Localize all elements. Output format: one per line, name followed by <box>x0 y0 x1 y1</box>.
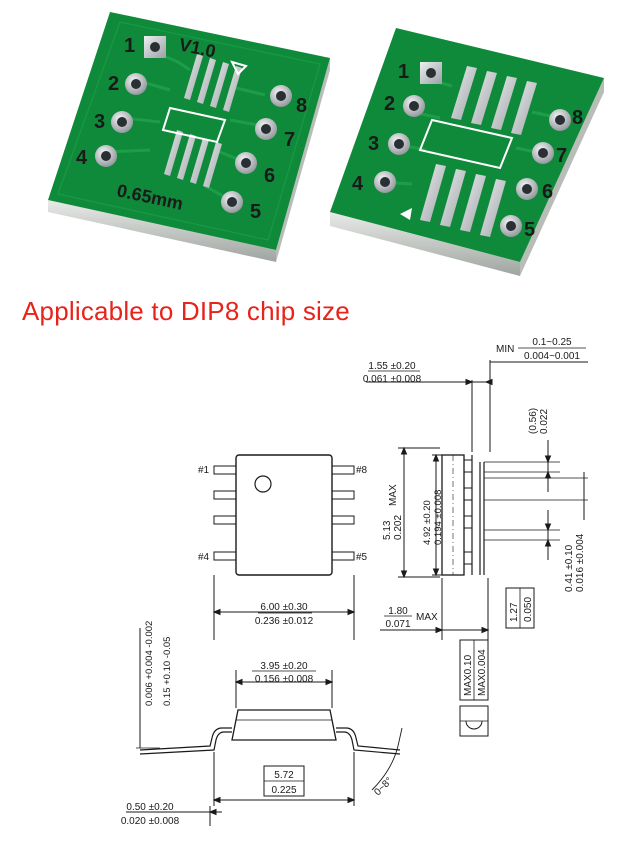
end-lead-span-inch-label: 0.225 <box>271 785 296 796</box>
left-pin-7-label: 7 <box>284 129 295 151</box>
lead-width-mm-label: (0.56) <box>528 408 539 434</box>
lead-length-mm-label: 0.50 ±0.20 <box>126 802 174 813</box>
standoff-min-label: MIN <box>496 344 514 355</box>
left-pin-5-label: 5 <box>250 201 261 223</box>
right-pin-5-label: 5 <box>524 219 535 241</box>
pitch-inch-label: 0.050 <box>523 597 534 622</box>
right-pin-2-label: 2 <box>384 93 395 115</box>
top-view-pin-3 <box>213 515 237 525</box>
left-board-surface <box>48 12 330 250</box>
coplanarity-mm-label: MAX0.10 <box>463 654 474 696</box>
height-mm-label: 1.80 <box>388 606 408 617</box>
top-view-pin-4 <box>213 551 237 561</box>
end-view-right-lead <box>336 727 401 751</box>
standoff-inch-label: 0.004~0.001 <box>524 351 580 362</box>
width-mm-label: 6.00 ±0.30 <box>260 602 308 613</box>
left-through-holes <box>95 36 292 213</box>
right-pin-1-label: 1 <box>398 61 409 83</box>
right-smd-pads <box>418 66 537 237</box>
standoff-mm-label: 0.1~0.25 <box>532 337 572 348</box>
lead-thick-inch-label: 0.006 +0.004 -0.002 <box>144 621 155 706</box>
pin-4-label: #4 <box>198 552 210 563</box>
top-view-pin-8 <box>331 465 355 475</box>
left-board-edge <box>48 200 276 262</box>
left-pin-1-label: 1 <box>124 35 135 57</box>
lead-span-mm-label: 1.55 ±0.20 <box>368 361 416 372</box>
right-orientation-arrow-icon <box>400 208 412 220</box>
top-view-pin-5 <box>331 551 355 561</box>
left-pin-4-label: 4 <box>76 147 88 169</box>
right-pin-8-label: 8 <box>572 107 583 129</box>
pitch-mm-label: 1.27 <box>509 602 520 622</box>
left-pin-6-label: 6 <box>264 165 275 187</box>
lead-thickness-mm-label: 0.41 ±0.10 <box>564 544 575 592</box>
left-pin-2-label: 2 <box>108 73 119 95</box>
coplanarity-inch-label: MAX0.004 <box>477 649 488 696</box>
adapter-board-photo-svg: 1 2 3 4 5 6 7 8 V1.0 0.65mm <box>48 12 604 276</box>
overall-length-mm-label: 5.13 <box>382 520 393 540</box>
right-board: 1 2 3 4 5 6 7 8 <box>330 28 604 276</box>
applicable-size-caption: Applicable to DIP8 chip size <box>22 296 350 326</box>
overall-length-inch-label: 0.202 <box>393 515 404 540</box>
end-view: 3.95 ±0.20 0.156 ±0.008 0.15 +0.10 -0.05… <box>121 621 403 827</box>
body-width-mm-label: 3.95 ±0.20 <box>260 661 308 672</box>
right-pin-3-label: 3 <box>368 133 379 155</box>
lead-span-inch-label: 0.061 ±0.008 <box>363 374 422 385</box>
body-length-inch-label: 0.194 ±0.008 <box>433 490 444 545</box>
right-pin-6-label: 6 <box>542 181 553 203</box>
top-view-pin-7 <box>331 490 355 500</box>
lead-thickness-inch-label: 0.016 ±0.004 <box>575 533 586 592</box>
end-view-left-lead <box>139 727 232 751</box>
height-inch-label: 0.071 <box>385 619 410 630</box>
width-inch-label: 0.236 ±0.012 <box>255 616 314 627</box>
end-view-body <box>231 709 337 741</box>
right-pin-4-label: 4 <box>352 173 364 195</box>
top-view-body <box>235 454 333 576</box>
pin-8-label: #8 <box>356 465 368 476</box>
left-pin-3-label: 3 <box>94 111 105 133</box>
right-pin-7-label: 7 <box>556 145 567 167</box>
top-view-pin-1 <box>213 465 237 475</box>
lead-length-inch-label: 0.020 ±0.008 <box>121 816 180 827</box>
right-through-holes <box>374 62 571 237</box>
end-lead-span-mm-label: 5.72 <box>274 770 294 781</box>
coplanarity-symbol-icon <box>465 720 483 730</box>
soic8-dimension-drawing: #1 #8 #4 #5 6.00 ±0.30 0.236 ±0.012 <box>0 330 628 853</box>
left-pin-8-label: 8 <box>296 95 307 117</box>
left-smd-pads <box>161 54 242 188</box>
lead-thick-mm-label: 0.15 +0.10 -0.05 <box>162 637 173 706</box>
pin1-mark-icon <box>254 475 272 493</box>
lead-width-inch-label: 0.022 <box>539 409 550 434</box>
left-orientation-arrow-icon <box>230 60 248 76</box>
right-board-edge <box>330 212 520 276</box>
body-length-mm-label: 4.92 ±0.20 <box>422 500 433 545</box>
pin-5-label: #5 <box>356 552 368 563</box>
side-view: 4.92 ±0.20 0.194 ±0.008 5.13 0.202 MAX M… <box>363 337 588 737</box>
dimension-drawing-svg: #1 #8 #4 #5 6.00 ±0.30 0.236 ±0.012 <box>121 337 588 827</box>
overall-length-max-label: MAX <box>388 484 399 506</box>
body-width-inch-label: 0.156 ±0.008 <box>255 674 314 685</box>
left-board-side <box>276 58 330 262</box>
top-view: #1 #8 #4 #5 6.00 ±0.30 0.236 ±0.012 <box>198 454 368 640</box>
right-board-side <box>520 78 604 276</box>
top-view-pin-6 <box>331 515 355 525</box>
pin-1-label: #1 <box>198 465 210 476</box>
lead-angle-label: 0~8° <box>372 776 395 799</box>
left-board: 1 2 3 4 5 6 7 8 V1.0 0.65mm <box>48 12 330 262</box>
adapter-board-photo: 1 2 3 4 5 6 7 8 V1.0 0.65mm <box>0 0 628 290</box>
top-view-pin-2 <box>213 490 237 500</box>
height-max-label: MAX <box>416 612 438 623</box>
